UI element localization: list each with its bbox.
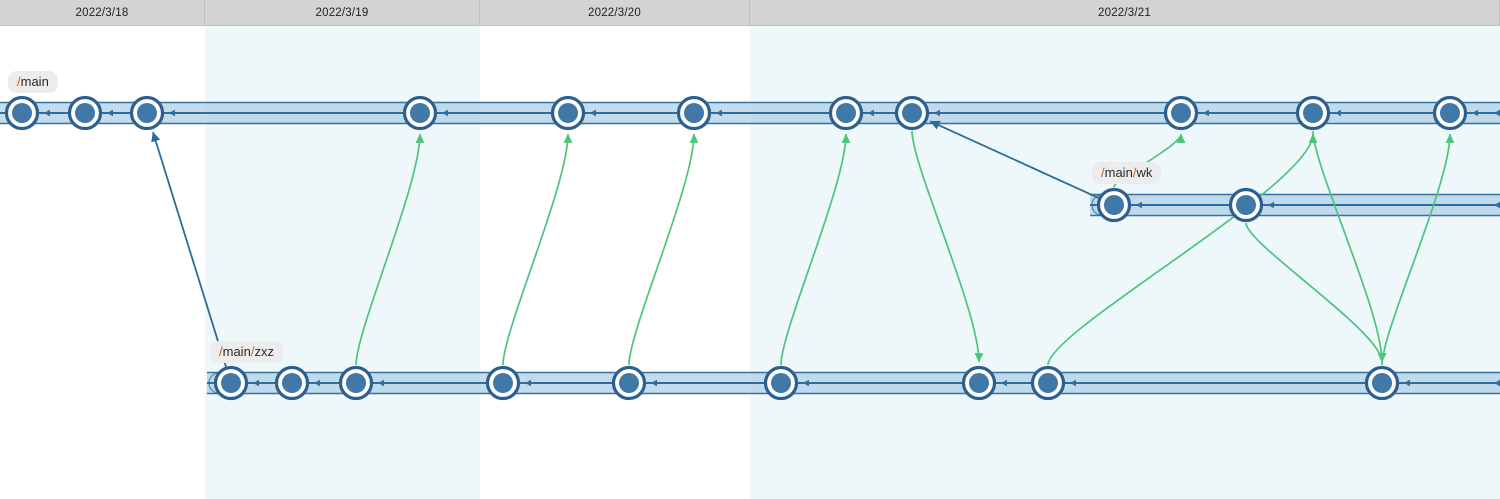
commit-node[interactable] [1228, 187, 1264, 223]
commit-node[interactable] [129, 95, 165, 131]
branch-label-main-wk[interactable]: /main/wk [1092, 162, 1162, 184]
timeline-header-label: 2022/3/21 [750, 0, 1500, 25]
branch-label-text: wk [1136, 165, 1153, 180]
commit-node[interactable] [1163, 95, 1199, 131]
branch-label-main[interactable]: /main [8, 71, 58, 93]
commit-node[interactable] [4, 95, 40, 131]
path-separator: / [1132, 165, 1137, 180]
path-separator: / [250, 344, 255, 359]
commit-node[interactable] [485, 365, 521, 401]
commit-node[interactable] [1030, 365, 1066, 401]
path-separator: / [1101, 165, 1105, 180]
commit-node[interactable] [274, 365, 310, 401]
commit-node[interactable] [402, 95, 438, 131]
commit-node[interactable] [213, 365, 249, 401]
branch-label-text: zxz [254, 344, 274, 359]
commit-node[interactable] [1432, 95, 1468, 131]
commit-node[interactable] [550, 95, 586, 131]
timeline-header-label: 2022/3/20 [480, 0, 750, 25]
timeline-header-label: 2022/3/19 [205, 0, 480, 25]
commit-node[interactable] [763, 365, 799, 401]
path-separator: / [219, 344, 223, 359]
commit-node[interactable] [1295, 95, 1331, 131]
commit-nodes[interactable] [4, 95, 1468, 401]
commit-node[interactable] [676, 95, 712, 131]
branch-label-main-zxz[interactable]: /main/zxz [210, 341, 283, 363]
branch-rails [0, 101, 1500, 395]
path-separator: / [17, 74, 21, 89]
commit-node[interactable] [894, 95, 930, 131]
commit-node[interactable] [338, 365, 374, 401]
commit-node[interactable] [1364, 365, 1400, 401]
commit-node[interactable] [1096, 187, 1132, 223]
branch-label-text: main [222, 344, 251, 359]
commit-node[interactable] [67, 95, 103, 131]
branch-label-text: main [20, 74, 49, 89]
commit-node[interactable] [611, 365, 647, 401]
commit-node[interactable] [961, 365, 997, 401]
timeline-header-label: 2022/3/18 [0, 0, 205, 25]
commit-edges [151, 120, 1455, 368]
commit-node[interactable] [828, 95, 864, 131]
branch-label-text: main [1104, 165, 1133, 180]
